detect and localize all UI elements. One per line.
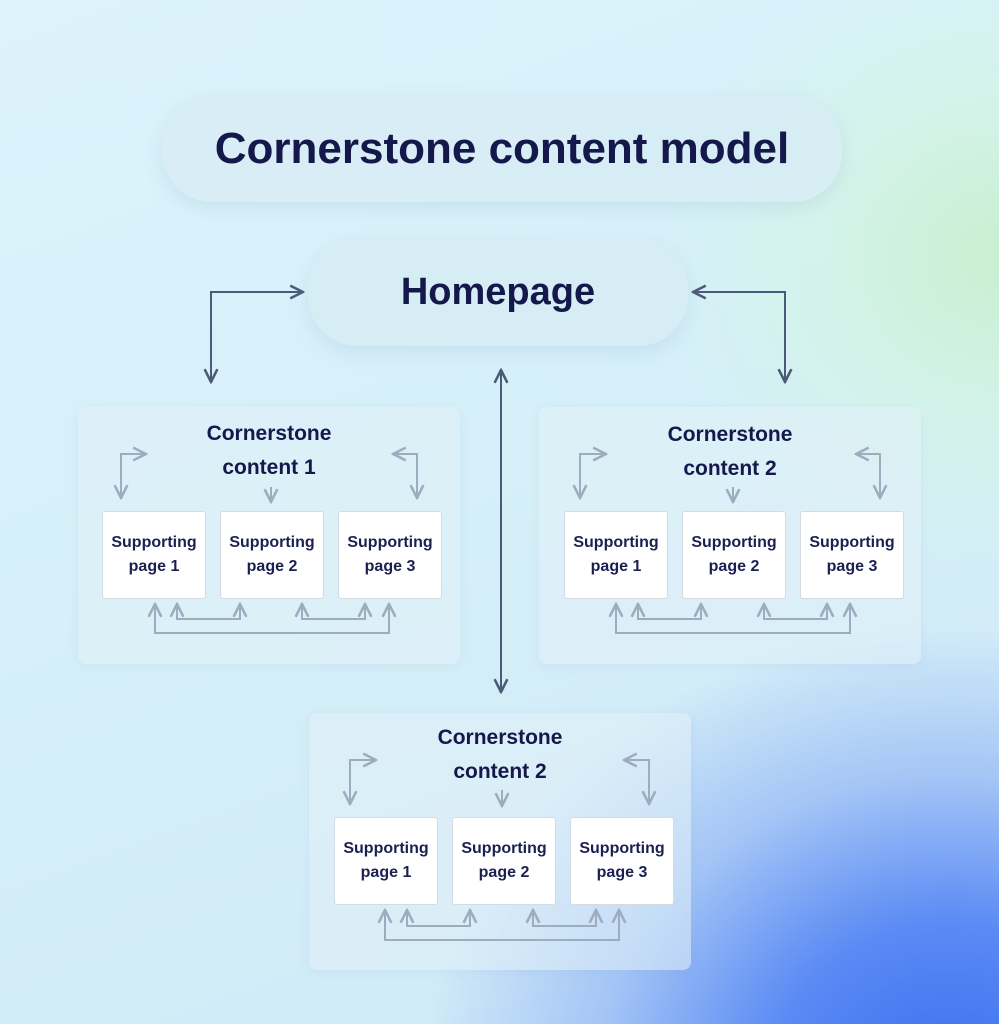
arrow-home-right: [693, 292, 785, 382]
cluster-title-3: Cornerstone content 2: [437, 726, 563, 783]
homepage-node: Homepage: [308, 238, 688, 346]
cluster-title-1: Cornerstone content 1: [206, 422, 332, 479]
arrow-home-left: [211, 292, 303, 382]
cluster-title-2: Cornerstone content 2: [667, 423, 793, 480]
diagram-title: Cornerstone content model: [162, 96, 842, 202]
